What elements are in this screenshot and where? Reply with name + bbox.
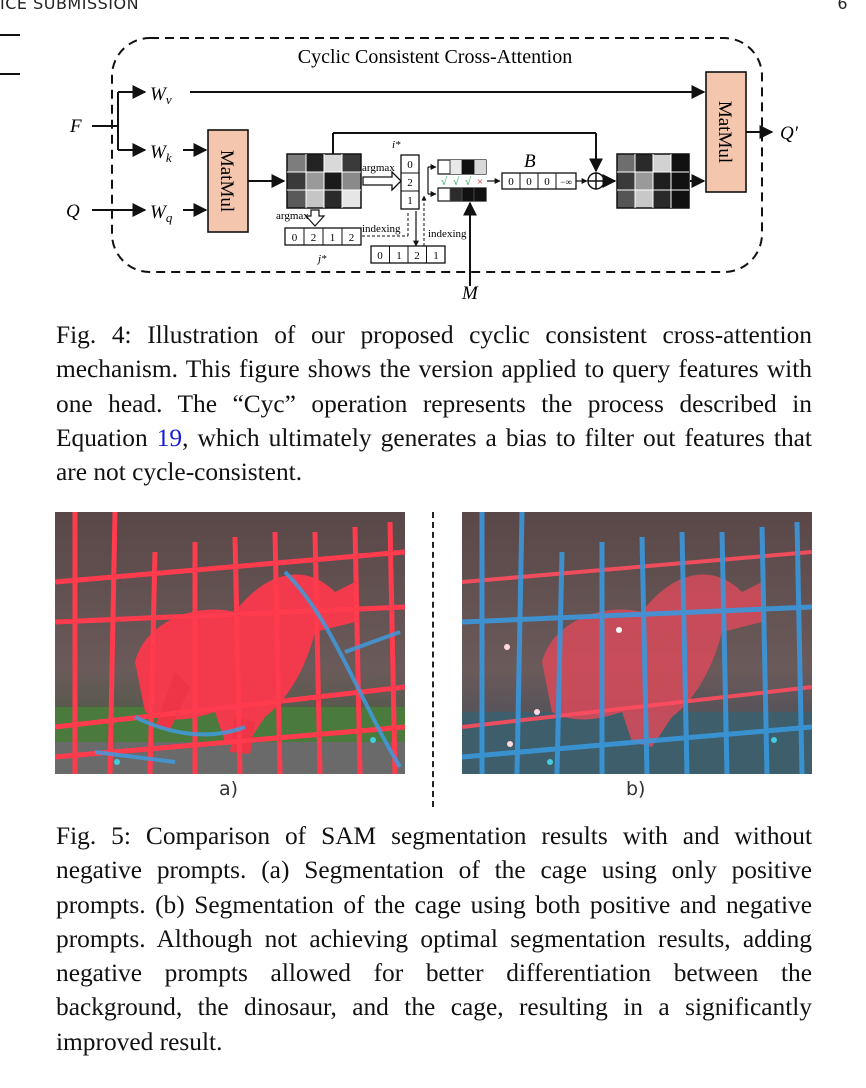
i-star-label: i* <box>392 139 401 151</box>
svg-text:0: 0 <box>508 176 514 188</box>
i-star-vector: 0 2 1 <box>400 154 420 210</box>
argmax-row-label: argmax <box>362 162 395 174</box>
svg-text:1: 1 <box>433 250 439 262</box>
svg-text:√: √ <box>453 176 460 188</box>
cycle-vector-top <box>437 159 487 175</box>
svg-text:1: 1 <box>330 232 336 244</box>
add-node <box>587 172 605 190</box>
weight-v-label: Wv <box>150 84 172 107</box>
j-star-label: j* <box>316 253 327 265</box>
figure-4-diagram: Cyclic Consistent Cross-Attention F Q Wv… <box>66 37 799 304</box>
indexing-label-1: indexing <box>362 223 401 235</box>
svg-text:1: 1 <box>407 195 413 207</box>
output-label: Q′ <box>780 123 799 144</box>
matmul-left-block <box>207 129 249 233</box>
margin-mark <box>0 73 20 75</box>
svg-text:0: 0 <box>544 176 550 188</box>
diagram-title: Cyclic Consistent Cross-Attention <box>298 46 572 68</box>
index-vector: 0 1 2 1 <box>370 245 446 264</box>
svg-text:×: × <box>477 176 483 188</box>
matmul-left-label: MatMul <box>216 150 237 212</box>
svg-text:1: 1 <box>396 250 402 262</box>
attention-matrix-right <box>616 153 690 209</box>
segmentation-image-b <box>462 512 812 774</box>
figure-4-caption: Fig. 4: Illustration of our proposed cyc… <box>56 321 812 487</box>
svg-text:√: √ <box>441 176 448 188</box>
figure-divider <box>432 512 434 807</box>
running-header: ICE SUBMISSION <box>0 0 140 13</box>
svg-text:0: 0 <box>407 159 413 171</box>
attention-block-border <box>111 37 763 273</box>
equation-reference-link[interactable]: 19 <box>156 423 183 452</box>
matmul-right-label: MatMul <box>714 101 735 163</box>
svg-text:2: 2 <box>311 232 317 244</box>
cycle-check-marks: √ √ √ × <box>441 176 483 188</box>
svg-text:2: 2 <box>407 177 413 189</box>
weight-k-label: Wk <box>150 142 172 165</box>
argmax-col-label: argmax <box>276 210 309 222</box>
svg-text:2: 2 <box>414 250 420 262</box>
page-number: 6 <box>837 0 848 13</box>
bias-label: B <box>524 151 536 172</box>
bias-vector: 0 0 0 −∞ <box>501 172 577 190</box>
svg-text:0: 0 <box>377 250 383 262</box>
input-m-label: M <box>461 283 479 304</box>
j-star-vector: 0 2 1 2 <box>284 227 362 246</box>
attention-matrix-left <box>286 153 362 209</box>
svg-text:−∞: −∞ <box>560 177 572 187</box>
subfigure-label-a: a) <box>219 778 239 800</box>
svg-text:2: 2 <box>349 232 355 244</box>
matmul-right-block <box>705 71 747 193</box>
margin-mark <box>0 34 20 36</box>
segmentation-image-a <box>55 512 405 774</box>
svg-text:√: √ <box>465 176 472 188</box>
weight-q-label: Wq <box>150 202 173 225</box>
input-q-label: Q <box>66 201 80 222</box>
figure-5-caption: Fig. 5: Comparison of SAM segmentation r… <box>56 822 812 1056</box>
subfigure-label-b: b) <box>626 778 646 800</box>
svg-text:0: 0 <box>292 232 298 244</box>
indexing-label-2: indexing <box>428 228 467 240</box>
input-f-label: F <box>69 116 82 137</box>
cycle-vector-bottom <box>437 187 487 202</box>
svg-text:0: 0 <box>526 176 532 188</box>
